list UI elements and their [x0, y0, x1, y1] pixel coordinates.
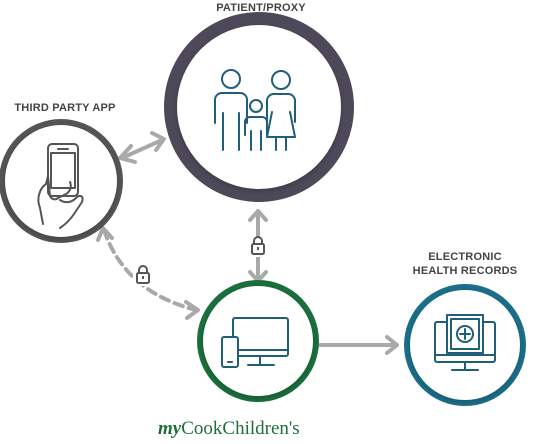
dashed-arrowhead-to-thirdparty: [96, 226, 114, 242]
patient-proxy-label: PATIENT/PROXY: [216, 2, 306, 14]
node-patient-proxy: [164, 12, 354, 202]
node-third-party-app: [0, 119, 123, 243]
padlock-icon: [248, 236, 268, 257]
medical-record-monitor-icon: [434, 314, 496, 371]
node-electronic-health-records: [404, 284, 526, 406]
arrowhead-to-patient: [150, 131, 166, 152]
ehr-label-line1: ELECTRONIC: [428, 251, 502, 263]
arrowhead-to-patient-down: [248, 209, 268, 222]
brand-name: CookChildren's: [181, 418, 300, 439]
third-party-app-label: THIRD PARTY APP: [14, 102, 116, 114]
ehr-label-line2: HEALTH RECORDS: [412, 265, 518, 277]
dashed-arrowhead-to-mycook: [184, 300, 200, 320]
ehr-label: ELECTRONIC HEALTH RECORDS: [395, 250, 535, 278]
arrowhead-to-thirdparty: [118, 144, 137, 164]
arrowhead-to-ehr: [385, 335, 399, 355]
hand-holding-phone-icon: [37, 143, 84, 229]
mycookchildrens-logo: myCookChildren's: [158, 418, 358, 442]
monitor-and-phone-icon: [221, 317, 289, 368]
arrow-thirdparty-patient: [120, 138, 164, 160]
brand-prefix: my: [158, 418, 182, 439]
node-mycookchildrens: [197, 280, 319, 402]
family-icon: [213, 69, 297, 151]
padlock-icon: [133, 265, 153, 286]
